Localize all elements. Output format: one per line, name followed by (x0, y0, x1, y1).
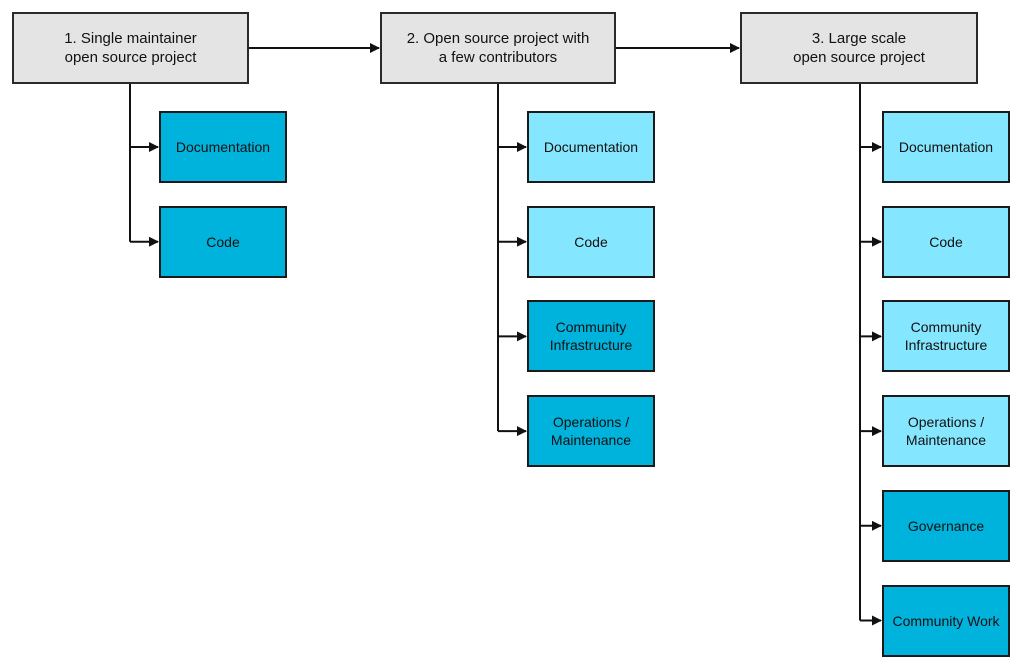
stage-label: 1. Single maintainer open source project (64, 30, 197, 66)
item-box: Community Infrastructure (527, 300, 655, 373)
stage-box-3: 3. Large scale open source project (740, 12, 978, 84)
item-box: Documentation (527, 111, 655, 183)
item-label: Operations / Maintenance (550, 414, 632, 449)
item-box: Operations / Maintenance (882, 395, 1010, 468)
item-box: Code (527, 205, 655, 278)
item-label: Documentation (898, 139, 994, 155)
item-box: Operations / Maintenance (527, 395, 655, 468)
stage-label: 2. Open source project with a few contri… (406, 30, 590, 66)
item-box: Code (159, 205, 287, 278)
item-box: Community Work (882, 584, 1010, 657)
item-label: Community Infrastructure (549, 319, 633, 354)
item-box: Documentation (159, 111, 287, 183)
item-label: Community Work (892, 612, 1000, 629)
item-label: Code (574, 233, 608, 250)
item-label: Documentation (543, 139, 639, 155)
item-box: Community Infrastructure (882, 300, 1010, 373)
connectors (129, 43, 882, 626)
item-label: Governance (907, 517, 985, 534)
item-box: Governance (882, 489, 1010, 562)
item-box: Documentation (882, 111, 1010, 183)
item-label: Code (929, 233, 963, 250)
stage-box-2: 2. Open source project with a few contri… (380, 12, 616, 84)
item-label: Community Infrastructure (904, 319, 988, 354)
item-label: Documentation (175, 139, 271, 155)
item-label: Code (206, 233, 240, 250)
stage-label: 3. Large scale open source project (793, 30, 925, 66)
stage-box-1: 1. Single maintainer open source project (12, 12, 249, 84)
item-label: Operations / Maintenance (905, 414, 987, 449)
item-box: Code (882, 205, 1010, 278)
